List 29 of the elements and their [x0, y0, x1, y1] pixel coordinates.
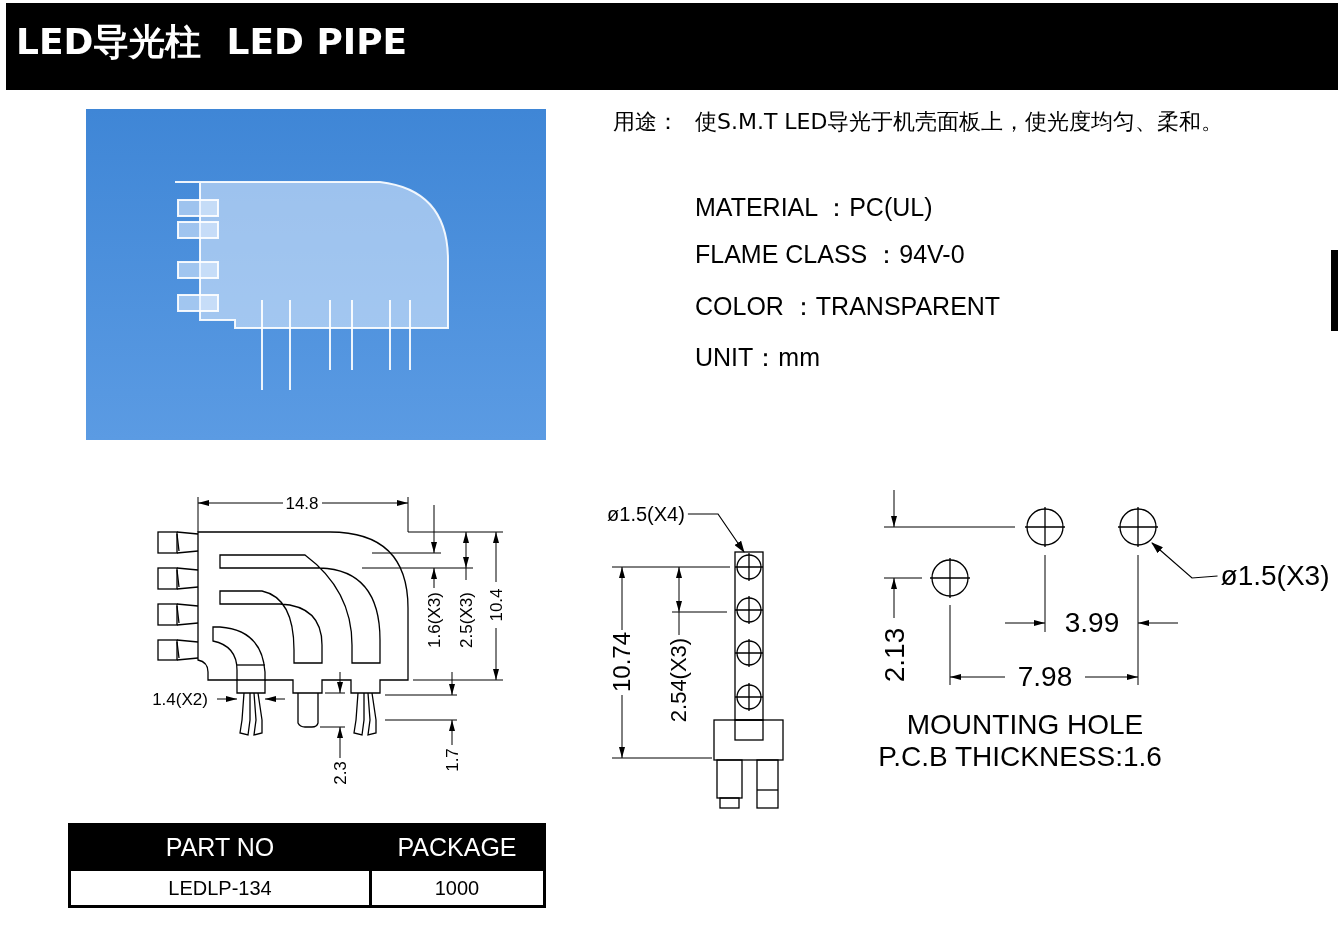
dimension-label: 1.6(X3) — [425, 592, 443, 648]
spec-text: COLOR ：TRANSPARENT — [695, 293, 1001, 319]
dimension-label: 2.13 — [881, 627, 909, 683]
callout-text: ø1.5(X4) — [607, 504, 685, 524]
table-header: PACKAGE — [397, 834, 517, 860]
title: LED导光柱 LED PIPE — [16, 24, 408, 60]
dimension-label: 2.3 — [331, 761, 349, 785]
callout-text: ø1.5(X3) — [1220, 562, 1330, 590]
table-header: PART NO — [165, 834, 275, 860]
dimension-label: 1.7 — [443, 748, 461, 772]
dimension-label: 3.99 — [1064, 609, 1120, 637]
table-cell: 1000 — [434, 878, 480, 898]
dimension-label: 1.4(X2) — [152, 690, 208, 708]
usage-text: 使S.M.T LED导光于机壳面板上，使光度均匀、柔和。 — [695, 111, 1224, 133]
dimension-label: 7.98 — [1017, 663, 1073, 691]
table-cell: LEDLP-134 — [168, 878, 272, 898]
dimension-label: 2.54(X3) — [668, 637, 690, 723]
spec-text: MATERIAL ：PC(UL) — [695, 194, 933, 220]
spec-text: FLAME CLASS ：94V-0 — [695, 241, 965, 267]
leader-line — [1151, 542, 1219, 579]
drawing-caption: P.C.B THICKNESS:1.6 — [878, 743, 1162, 771]
dimension-label: 10.74 — [610, 631, 634, 693]
dimension-label: 14.8 — [285, 494, 319, 512]
dimension-label: 10.4 — [487, 588, 505, 622]
spec-text: UNIT：mm — [695, 344, 820, 370]
leader-line — [687, 513, 745, 553]
dimension-label: 2.5(X3) — [457, 592, 475, 648]
drawing-caption: MOUNTING HOLE — [906, 711, 1144, 739]
field-label: 用途： — [613, 111, 679, 133]
